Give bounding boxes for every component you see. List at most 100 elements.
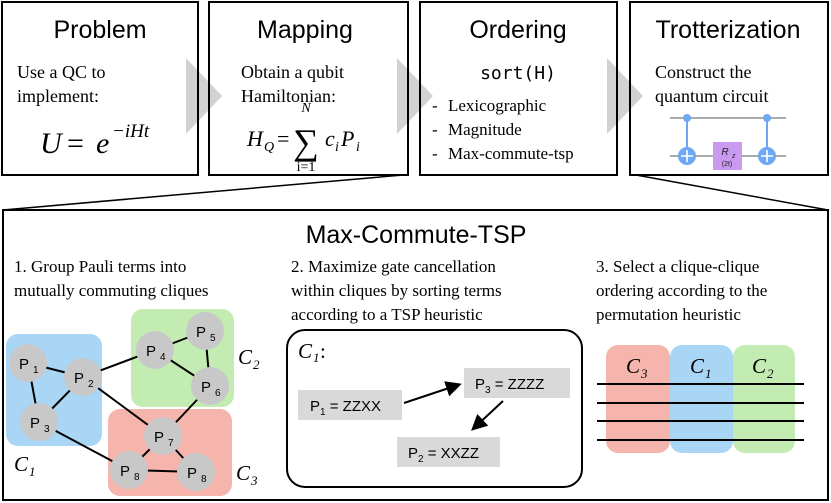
stage-title: Ordering	[469, 16, 566, 44]
step-caption: 2. Maximize gate cancellation	[291, 257, 496, 276]
step-caption: according to a TSP heuristic	[291, 305, 483, 324]
ordered-label-c2: C 2	[752, 354, 774, 381]
graph-node-p1: P 1	[9, 344, 47, 382]
ordered-label-c1: C 1	[690, 354, 712, 381]
svg-text:P: P	[19, 356, 29, 373]
ordered-label-c3: C 3	[626, 354, 648, 381]
sort-code: sort(H)	[480, 63, 556, 84]
svg-text:i: i	[335, 140, 339, 155]
svg-text:P: P	[30, 415, 40, 432]
qubit-wires	[597, 383, 804, 441]
step-caption: 3. Select a clique-clique	[596, 257, 759, 276]
svg-text:P: P	[340, 126, 354, 151]
svg-text:C: C	[690, 354, 705, 378]
svg-text:i: i	[356, 140, 360, 155]
svg-text:7: 7	[168, 438, 174, 449]
stage-title: Mapping	[257, 16, 353, 44]
svg-text:R: R	[721, 147, 728, 158]
zoom-line-right	[635, 174, 829, 211]
clique-label-c3: C 3	[236, 461, 258, 488]
svg-text:8: 8	[201, 474, 207, 485]
stage-arrow-3	[607, 58, 643, 134]
svg-text:4: 4	[160, 352, 166, 363]
clique-ordering: C 3 C 1 C 2	[597, 345, 804, 453]
step-caption: mutually commuting cliques	[14, 281, 209, 300]
tsp-arrow	[471, 400, 504, 431]
svg-text:5: 5	[210, 333, 216, 344]
svg-text:=: =	[277, 126, 289, 151]
stage-text-line: Use a QC to	[17, 62, 106, 82]
svg-text:3: 3	[640, 366, 648, 381]
svg-text::: :	[320, 339, 326, 363]
graph-node-p3: P 3	[20, 403, 58, 441]
svg-text:6: 6	[215, 388, 221, 399]
graph-node-p4: P 4	[136, 331, 174, 369]
svg-text:c: c	[325, 126, 335, 151]
ordered-clique-c1	[670, 345, 733, 453]
svg-text:N: N	[300, 101, 311, 116]
commuting-graph: P 1 P 2 P 3 P 4 P 5	[6, 309, 260, 496]
step-caption: within cliques by sorting terms	[291, 281, 502, 300]
step-caption: permutation heuristic	[596, 305, 741, 324]
step-caption: 1. Group Pauli terms into	[14, 257, 186, 276]
svg-text:P: P	[196, 324, 206, 341]
tsp-clique-label: C 1 :	[298, 339, 326, 365]
ordering-option: Lexicographic	[448, 96, 547, 115]
graph-node-p7: P 7	[144, 417, 182, 455]
ordered-clique-c3	[606, 345, 670, 453]
svg-text:8: 8	[134, 472, 140, 483]
svg-text:=: =	[67, 127, 84, 160]
stage-mapping: Mapping Obtain a qubit Hamiltonian: H Q …	[208, 1, 409, 176]
svg-text:1: 1	[29, 464, 36, 479]
graph-node-p8a: P 8	[110, 451, 148, 489]
clique-label-c2: C 2	[238, 345, 260, 372]
stage-ordering: Ordering sort(H) - Lexicographic - Magni…	[419, 1, 618, 176]
svg-text:P: P	[201, 379, 211, 396]
tsp-panel: C 1 : P1 = ZZXX P3 = ZZZZ P2 = XXZZ	[286, 329, 583, 488]
stage-text-line: quantum circuit	[655, 86, 768, 106]
ordered-clique-c2	[733, 345, 795, 453]
graph-node-p5: P 5	[186, 312, 224, 350]
svg-text:P: P	[146, 343, 156, 360]
stage-text-line: implement:	[17, 86, 99, 106]
svg-text:C: C	[626, 354, 641, 378]
svg-text:i=1: i=1	[297, 160, 316, 175]
tsp-term-p3: P3 = ZZZZ	[464, 368, 570, 398]
svg-text:U: U	[40, 127, 64, 160]
svg-text:P2 = XXZZ: P2 = XXZZ	[408, 445, 479, 465]
svg-text:P: P	[187, 465, 197, 482]
svg-text:1: 1	[313, 350, 320, 365]
svg-text:C: C	[236, 461, 251, 485]
detail-title: Max-Commute-TSP	[306, 221, 527, 249]
svg-text:C: C	[298, 339, 313, 363]
tsp-term-p2: P2 = XXZZ	[397, 437, 500, 467]
svg-text:1: 1	[33, 365, 39, 376]
stage-title: Trotterization	[656, 16, 801, 44]
svg-text:1: 1	[705, 366, 712, 381]
tsp-term-p1: P1 = ZZXX	[298, 390, 402, 420]
svg-text:z: z	[731, 153, 736, 160]
graph-node-p2: P 2	[64, 358, 102, 396]
hamiltonian-formula: H Q = N ∑ i=1 c i P i	[246, 101, 360, 175]
graph-node-p8b: P 8	[177, 453, 215, 491]
ordering-option: Max-commute-tsp	[448, 144, 574, 163]
tsp-arrow	[403, 381, 462, 404]
svg-text:−iHt: −iHt	[112, 121, 150, 142]
graph-node-p6: P 6	[191, 367, 229, 405]
svg-text:Q: Q	[264, 140, 274, 155]
svg-text:(2t): (2t)	[722, 161, 733, 168]
stage-text-line: Obtain a qubit	[241, 62, 344, 82]
svg-text:2: 2	[767, 366, 774, 381]
svg-text:C: C	[752, 354, 767, 378]
stage-arrow-1	[186, 58, 222, 134]
stage-arrow-2	[397, 58, 433, 134]
svg-text:-: -	[432, 96, 438, 115]
stage-title: Problem	[53, 16, 146, 44]
unitary-formula: U = e −iHt	[40, 121, 150, 160]
svg-text:P3 = ZZZZ: P3 = ZZZZ	[475, 376, 544, 396]
stage-text-line: Construct the	[655, 62, 752, 82]
detail-panel: Max-Commute-TSP 1. Group Pauli terms int…	[2, 209, 829, 501]
svg-text:P: P	[120, 463, 130, 480]
svg-text:C: C	[14, 452, 29, 476]
